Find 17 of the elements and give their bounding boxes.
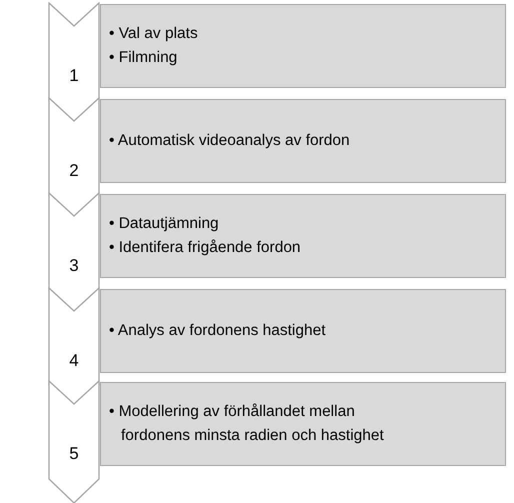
step-box <box>100 194 506 278</box>
step-box <box>100 289 506 373</box>
step-number: 4 <box>68 351 80 371</box>
step-box <box>100 382 506 466</box>
step-number: 3 <box>68 256 80 276</box>
step-number: 5 <box>68 444 80 464</box>
bullet-item: • Modellering av förhållandet mellan fordonens minsta radien och hastighet <box>109 402 385 446</box>
bullet-item: • Val av plats <box>109 24 198 44</box>
bullet-item: • Automatisk videoanalys av fordon <box>109 131 350 151</box>
step-box <box>100 4 506 88</box>
step-number: 2 <box>68 161 80 181</box>
bullet-item: • Identifera frigående fordon <box>109 238 301 258</box>
step-number: 1 <box>68 66 80 86</box>
bullet-item: • Analys av fordonens hastighet <box>109 321 326 341</box>
bullet-item: • Filmning <box>109 48 178 68</box>
bullet-item: • Datautjämning <box>109 214 220 234</box>
step-box <box>100 99 506 183</box>
